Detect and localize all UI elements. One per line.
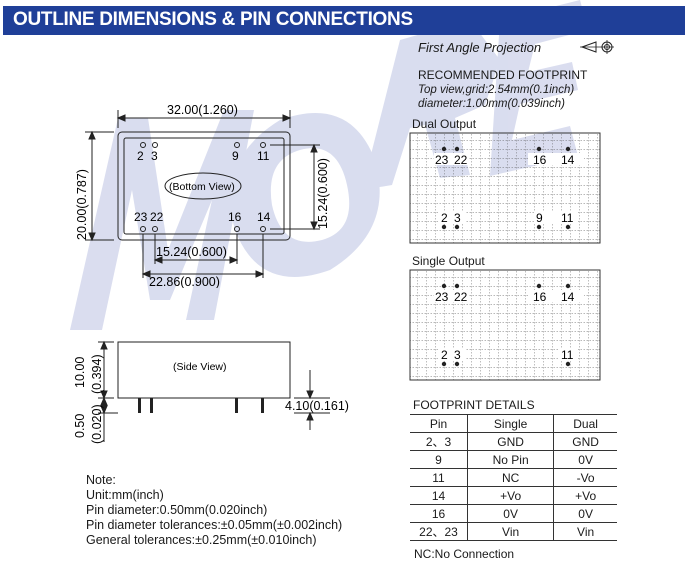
pin-spacing-dim: 15.24(0.600) <box>156 245 227 259</box>
footprint-details-title: FOOTPRINT DETAILS <box>413 398 535 412</box>
bottom-row-spacing-dim: 15.24(0.600) <box>316 158 330 229</box>
side-pin-length-dim: 4.10(0.161) <box>285 399 349 413</box>
table-cell: 0V <box>553 450 617 469</box>
footprint-details-table: Pin Single Dual 2、3 GND GND 9 No Pin 0V … <box>410 414 617 541</box>
table-cell: 0V <box>553 504 617 523</box>
single-output-footprint-grid: 23 22 16 14 2 3 11 <box>409 269 601 381</box>
single-pin-11: 11 <box>561 348 574 362</box>
footprint-diameter-note: diameter:1.00mm(0.039inch) <box>418 98 566 110</box>
table-cell: 2、3 <box>410 432 468 451</box>
single-pin-16: 16 <box>533 290 547 304</box>
notes-block: Note: Unit:mm(inch) Pin diameter:0.50mm(… <box>86 473 342 548</box>
note-line: Unit:mm(inch) <box>86 488 164 502</box>
first-angle-projection-icon <box>580 40 614 54</box>
section-header: OUTLINE DIMENSIONS & PIN CONNECTIONS <box>3 6 685 35</box>
single-pin-2: 2 <box>441 348 448 362</box>
table-cell: 0V <box>466 504 554 523</box>
table-header-cell: Single <box>466 414 554 433</box>
dual-output-label: Dual Output <box>412 117 477 131</box>
table-row: 14 +Vo +Vo <box>410 486 617 505</box>
bottom-pin-14: 14 <box>257 210 271 224</box>
side-height-dim: 10.00 <box>73 357 87 388</box>
side-view-drawing: (Side View) 10.00 (0.394) 0.50 (0.020) 4… <box>73 340 349 444</box>
bottom-view-drawing: 32.00(1.260) 20.00(0.787) 15.24(0.600) (… <box>75 103 330 288</box>
footprint-footnote: NC:No Connection <box>414 547 515 561</box>
table-row: 11 NC -Vo <box>410 468 617 487</box>
bottom-height-dim: 20.00(0.787) <box>75 169 89 240</box>
bottom-pin-2: 2 <box>137 149 144 163</box>
dual-pin-14: 14 <box>561 153 575 167</box>
dual-pin-9: 9 <box>536 211 543 225</box>
table-cell: 22、23 <box>410 522 468 541</box>
table-cell: -Vo <box>553 468 617 487</box>
dual-pin-16: 16 <box>533 153 547 167</box>
bottom-width-dim: 32.00(1.260) <box>167 103 238 117</box>
dual-pin-23: 23 <box>435 153 449 167</box>
table-cell: Vin <box>553 522 617 541</box>
section-title: OUTLINE DIMENSIONS & PIN CONNECTIONS <box>13 9 413 30</box>
single-output-label: Single Output <box>412 254 485 268</box>
table-header-cell: Dual <box>553 414 617 433</box>
dual-output-footprint-grid: 23 22 16 14 2 3 9 11 <box>409 132 601 244</box>
single-pin-23: 23 <box>435 290 449 304</box>
table-row: 16 0V 0V <box>410 504 617 523</box>
table-cell: +Vo <box>466 486 554 505</box>
notes-title: Note: <box>86 473 116 487</box>
note-line: Pin diameter tolerances:±0.05mm(±0.002in… <box>86 518 343 532</box>
table-header-cell: Pin <box>410 414 468 433</box>
table-cell: 9 <box>410 450 468 469</box>
table-cell: +Vo <box>553 486 617 505</box>
table-cell: No Pin <box>466 450 554 469</box>
table-header-row: Pin Single Dual <box>410 414 617 433</box>
side-height-inch: (0.394) <box>90 354 104 394</box>
side-view-label: (Side View) <box>173 361 227 373</box>
table-cell: GND <box>466 432 554 451</box>
table-row: 2、3 GND GND <box>410 432 617 451</box>
table-row: 9 No Pin 0V <box>410 450 617 469</box>
table-cell: 14 <box>410 486 468 505</box>
single-pin-22: 22 <box>454 290 468 304</box>
dual-pin-2: 2 <box>441 211 448 225</box>
side-pin-dim: 0.50 <box>73 414 87 438</box>
single-pin-14: 14 <box>561 290 575 304</box>
bottom-pin-11: 11 <box>257 149 270 163</box>
dual-pin-22: 22 <box>454 153 468 167</box>
note-line: General tolerances:±0.25mm(±0.010inch) <box>86 533 317 547</box>
table-row: 22、23 Vin Vin <box>410 522 617 541</box>
table-cell: 16 <box>410 504 468 523</box>
bottom-pin-23: 23 <box>134 210 148 224</box>
single-pin-3: 3 <box>454 348 461 362</box>
table-cell: NC <box>466 468 554 487</box>
bottom-pin-9: 9 <box>232 149 239 163</box>
bottom-view-label: (Bottom View) <box>169 181 235 193</box>
projection-label: First Angle Projection <box>418 40 542 55</box>
dual-pin-3: 3 <box>454 211 461 225</box>
table-cell: 11 <box>410 468 468 487</box>
pin-span-dim: 22.86(0.900) <box>149 275 220 288</box>
note-line: Pin diameter:0.50mm(0.020inch) <box>86 503 268 517</box>
bottom-pin-16: 16 <box>228 210 242 224</box>
table-cell: Vin <box>466 522 554 541</box>
bottom-pin-22: 22 <box>150 210 164 224</box>
side-pin-inch: (0.020) <box>90 404 104 444</box>
table-cell: GND <box>553 432 617 451</box>
dual-pin-11: 11 <box>561 211 574 225</box>
footprint-title: RECOMMENDED FOOTPRINT <box>418 68 588 82</box>
footprint-grid-note: Top view,grid:2.54mm(0.1inch) <box>418 84 575 96</box>
bottom-pin-3: 3 <box>151 149 158 163</box>
